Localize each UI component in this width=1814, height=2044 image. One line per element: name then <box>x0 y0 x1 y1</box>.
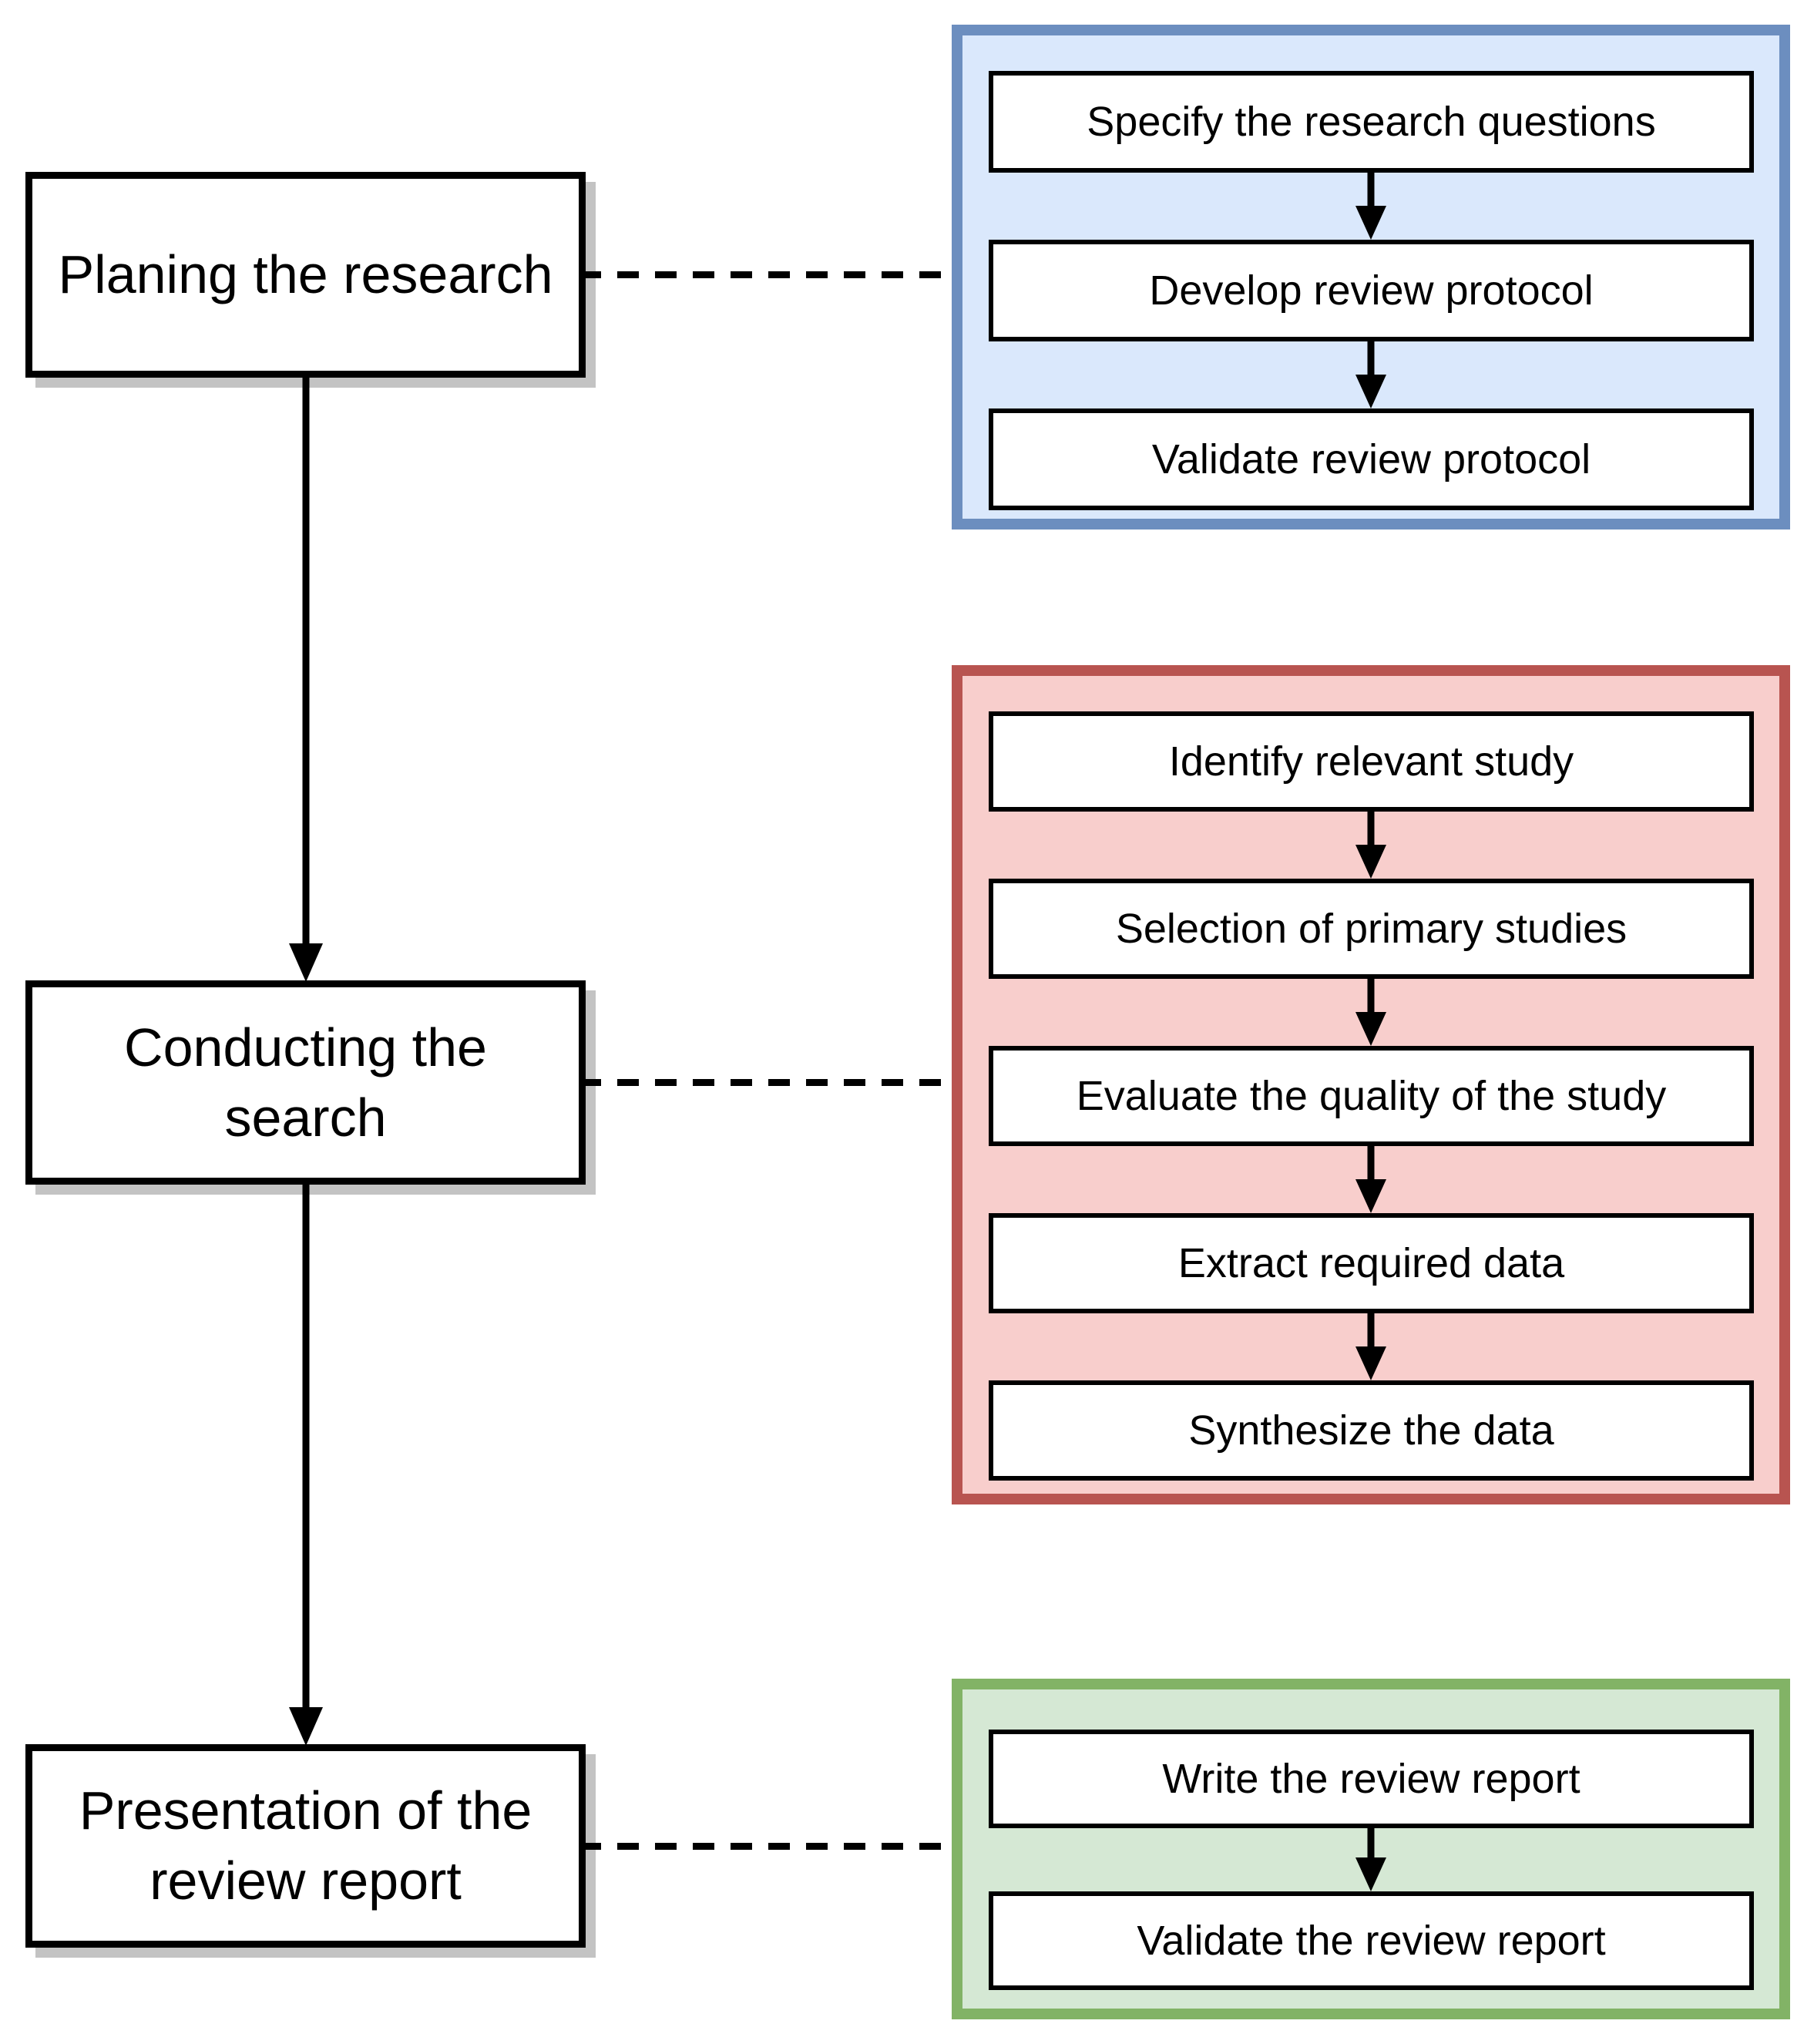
step-arrow <box>1354 173 1388 240</box>
arrow-shaft <box>1367 1313 1375 1346</box>
phase-label: Planing the research <box>58 244 553 304</box>
step-label: Specify the research questions <box>1087 99 1656 145</box>
step-label: Identify relevant study <box>1168 738 1574 785</box>
step-node: Validate review protocol <box>989 408 1754 510</box>
step-label: Evaluate the quality of the study <box>1076 1073 1667 1119</box>
step-arrow <box>1354 1313 1388 1380</box>
step-label: Write the review report <box>1162 1756 1581 1802</box>
phase-node-planning: Planing the research <box>25 172 586 378</box>
step-node: Identify relevant study <box>989 711 1754 812</box>
step-label: Validate the review report <box>1137 1918 1606 1964</box>
phase-node-presentation: Presentation of the review report <box>25 1744 586 1948</box>
arrow-shaft <box>1367 1146 1375 1179</box>
arrow-conducting-to-presentation <box>289 1183 323 1746</box>
phase-node-conducting: Conducting the search <box>25 980 586 1185</box>
arrow-shaft <box>1367 812 1375 845</box>
arrow-head-icon <box>289 943 323 982</box>
step-label: Selection of primary studies <box>1115 906 1628 952</box>
arrow-shaft <box>1367 173 1375 206</box>
step-node: Specify the research questions <box>989 71 1754 173</box>
arrow-head-icon <box>1355 1857 1386 1891</box>
dashed-connector-presentation <box>579 1843 952 1850</box>
step-label: Develop review protocol <box>1149 267 1594 314</box>
step-label: Validate review protocol <box>1151 436 1591 482</box>
step-node: Synthesize the data <box>989 1380 1754 1481</box>
arrow-head-icon <box>1355 1012 1386 1046</box>
arrow-shaft <box>1367 341 1375 375</box>
step-arrow <box>1354 812 1388 879</box>
arrow-head-icon <box>1355 375 1386 408</box>
step-label: Synthesize the data <box>1188 1407 1554 1454</box>
step-arrow <box>1354 1828 1388 1891</box>
arrow-planning-to-conducting <box>289 377 323 982</box>
phase-label: Conducting the search <box>124 1017 487 1148</box>
arrow-head-icon <box>289 1707 323 1746</box>
phase-label: Presentation of the review report <box>79 1780 532 1911</box>
step-arrow <box>1354 341 1388 408</box>
arrow-shaft <box>302 1183 310 1709</box>
step-node: Write the review report <box>989 1730 1754 1828</box>
step-node: Develop review protocol <box>989 240 1754 341</box>
arrow-shaft <box>302 377 310 945</box>
step-label: Extract required data <box>1177 1240 1565 1286</box>
step-node: Extract required data <box>989 1213 1754 1313</box>
arrow-head-icon <box>1355 845 1386 879</box>
step-arrow <box>1354 1146 1388 1213</box>
step-node: Validate the review report <box>989 1891 1754 1990</box>
arrow-head-icon <box>1355 206 1386 240</box>
step-node: Evaluate the quality of the study <box>989 1046 1754 1146</box>
step-arrow <box>1354 979 1388 1046</box>
dashed-connector-conducting <box>579 1079 952 1086</box>
arrow-shaft <box>1367 1828 1375 1857</box>
arrow-head-icon <box>1355 1179 1386 1213</box>
dashed-connector-planning <box>579 271 952 278</box>
arrow-head-icon <box>1355 1346 1386 1380</box>
arrow-shaft <box>1367 979 1375 1012</box>
step-node: Selection of primary studies <box>989 879 1754 979</box>
